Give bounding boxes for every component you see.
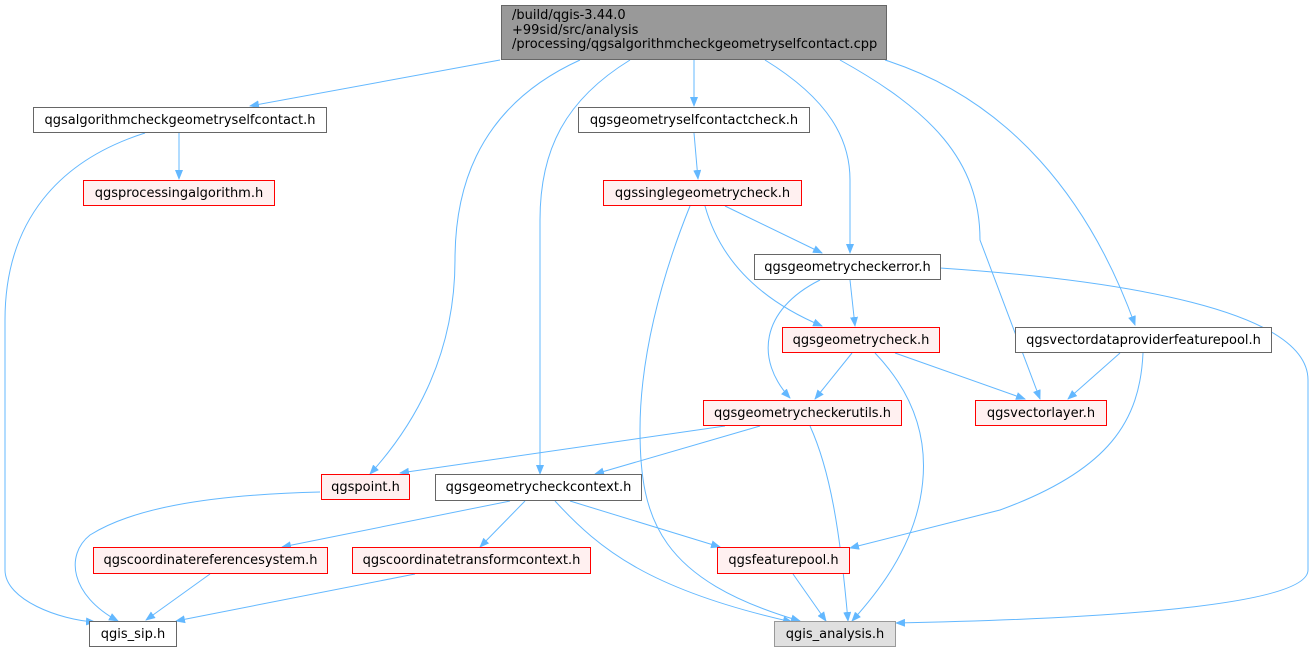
node-vdpfp[interactable]: qgsvectordataproviderfeaturepool.h <box>1015 327 1272 353</box>
node-checkerutils[interactable]: qgsgeometrycheckerutils.h <box>703 400 902 426</box>
node-label: qgsgeometrycheckerutils.h <box>714 405 891 421</box>
edge-checkerutils-to-point <box>399 425 726 476</box>
node-geomcheck[interactable]: qgsgeometrycheck.h <box>782 327 940 353</box>
edge-singlecheck-to-analysis <box>639 205 801 623</box>
edge-root-to-checkcontext <box>536 59 631 475</box>
edge-checkcontext-to-featurepool <box>569 500 721 549</box>
edge-vdpfp-to-featurepool <box>849 352 1144 550</box>
edge-singlecheck-to-checkerror <box>724 205 823 254</box>
node-crs[interactable]: qgscoordinatereferencesystem.h <box>93 547 328 574</box>
node-label: qgsgeometrycheckerror.h <box>764 259 931 275</box>
node-label: qgis_analysis.h <box>785 626 885 642</box>
edge-point-to-sip <box>74 491 321 622</box>
node-label: qgsgeometrycheck.h <box>792 332 930 348</box>
node-label: qgsalgorithmcheckgeometryselfcontact.h <box>44 112 316 128</box>
node-ctc[interactable]: qgscoordinatetransformcontext.h <box>352 547 591 574</box>
edge-crs-to-sip <box>145 573 211 621</box>
edge-singlecheck-to-geomcheck <box>704 205 823 327</box>
node-checkcontext[interactable]: qgsgeometrycheckcontext.h <box>435 474 642 501</box>
edge-checkerutils-to-checkcontext <box>594 425 761 476</box>
edge-selfcontact-to-singlecheck <box>693 132 702 180</box>
node-featurepool[interactable]: qgsfeaturepool.h <box>717 547 850 574</box>
node-point[interactable]: qgspoint.h <box>321 474 410 500</box>
edge-root-to-algoh <box>249 59 501 109</box>
root-line-3: /processing/qgsalgorithmcheckgeometrysel… <box>512 37 878 52</box>
node-label: qgsvectordataproviderfeaturepool.h <box>1026 332 1261 348</box>
node-sip[interactable]: qgis_sip.h <box>89 621 177 647</box>
edge-vdpfp-to-vectorlayer <box>1067 352 1121 400</box>
edge-featurepool-to-analysis <box>792 573 827 622</box>
root-line-2: +99sid/src/analysis <box>512 22 639 38</box>
node-vectorlayer[interactable]: qgsvectorlayer.h <box>975 400 1107 426</box>
edge-checkerror-to-checkerutils <box>767 279 821 399</box>
edge-checkerror-to-analysis <box>895 267 1309 627</box>
node-label: qgsfeaturepool.h <box>728 553 839 568</box>
edge-checkcontext-to-ctc <box>479 500 526 548</box>
node-selfcontact[interactable]: qgsgeometryselfcontactcheck.h <box>578 107 810 133</box>
edge-geomcheck-to-analysis <box>851 352 925 622</box>
node-analysis[interactable]: qgis_analysis.h <box>774 621 896 647</box>
edge-geomcheck-to-checkerutils <box>814 352 853 400</box>
node-label: qgsgeometrycheckcontext.h <box>445 480 632 495</box>
root-node: /build/qgis-3.44.0 +99sid/src/analysis /… <box>501 5 887 60</box>
edge-root-to-point <box>369 59 581 475</box>
node-checkerror[interactable]: qgsgeometrycheckerror.h <box>754 254 941 280</box>
edge-algoh-to-sip <box>4 132 146 626</box>
node-procalgo[interactable]: qgsprocessingalgorithm.h <box>83 180 275 206</box>
node-label: qgsprocessingalgorithm.h <box>94 185 264 201</box>
edge-checkerutils-to-analysis <box>809 425 852 622</box>
node-label: qgscoordinatereferencesystem.h <box>103 553 318 568</box>
root-line-1: /build/qgis-3.44.0 <box>512 8 626 23</box>
edge-checkerror-to-geomcheck <box>849 279 859 327</box>
edge-ctc-to-sip <box>175 573 416 624</box>
edge-root-to-vdpfp <box>884 59 1136 326</box>
edge-checkcontext-to-analysis <box>554 500 793 624</box>
node-label: qgsvectorlayer.h <box>986 405 1096 421</box>
node-label: qgsgeometryselfcontactcheck.h <box>589 112 799 128</box>
node-algoh[interactable]: qgsalgorithmcheckgeometryselfcontact.h <box>33 107 327 133</box>
node-label: qgssinglegeometrycheck.h <box>614 185 791 201</box>
edge-root-to-checkerror <box>764 59 854 254</box>
node-label: qgis_sip.h <box>100 626 166 642</box>
node-singlecheck[interactable]: qgssinglegeometrycheck.h <box>603 180 802 206</box>
node-label: qgscoordinatetransformcontext.h <box>362 553 581 568</box>
edge-checkcontext-to-crs <box>281 500 511 550</box>
edge-root-to-vectorlayer <box>839 59 1041 400</box>
edge-geomcheck-to-vectorlayer <box>894 352 1026 400</box>
node-label: qgspoint.h <box>331 479 400 495</box>
